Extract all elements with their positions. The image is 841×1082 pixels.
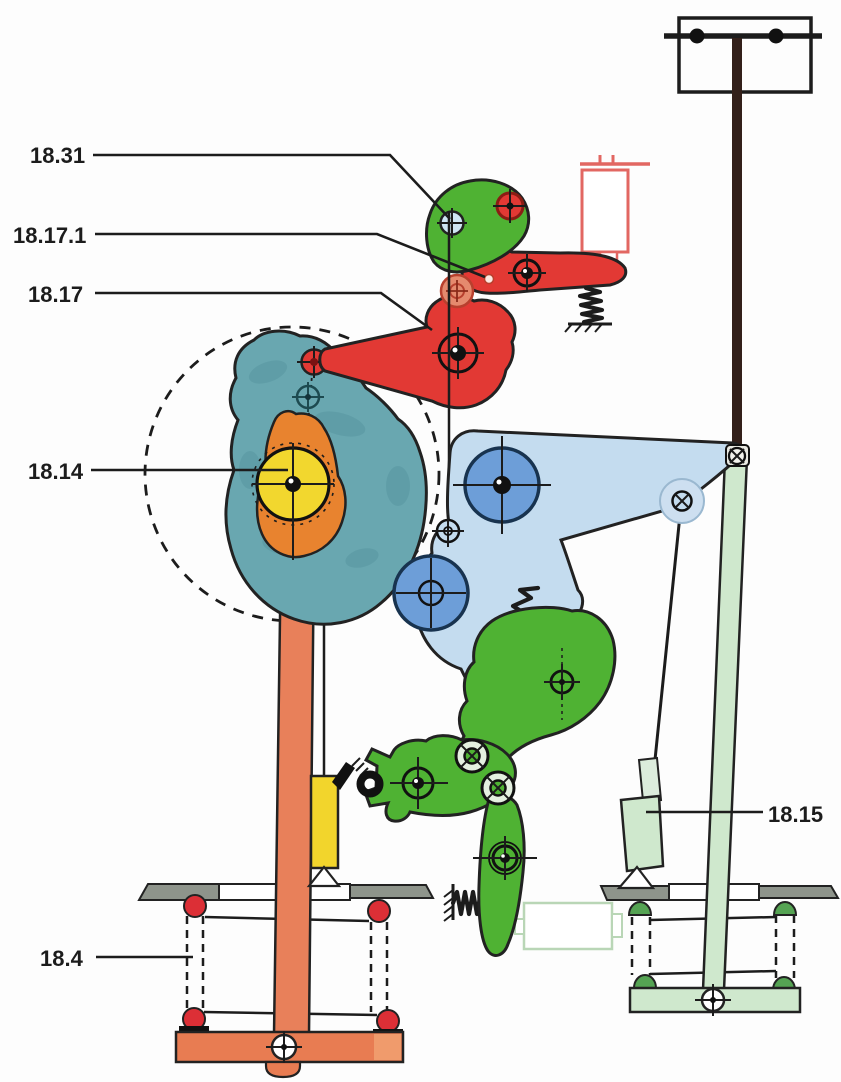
guide-dome — [627, 901, 653, 916]
ground-hatch — [443, 897, 454, 906]
white-pin — [483, 273, 495, 285]
pivot-dot — [305, 394, 311, 400]
platform-gray-right — [758, 885, 840, 899]
vertical-pull-rod — [732, 38, 742, 458]
pivot-dot — [281, 1044, 287, 1050]
platform-gray-left — [137, 883, 220, 901]
yellow-block — [309, 774, 340, 870]
pivot-tick — [459, 743, 485, 769]
ground-hatch — [443, 889, 454, 898]
pivot-dot-highlight — [523, 269, 527, 273]
damper-rod — [637, 756, 663, 803]
texture — [248, 360, 288, 384]
right-base — [628, 984, 802, 1016]
coil-box-body — [522, 901, 614, 951]
part-label-18-17-1: 18.17.1 — [13, 223, 86, 248]
texture — [386, 466, 410, 506]
auxiliary-coil-box — [514, 901, 623, 951]
pivot-dot — [500, 853, 510, 863]
pivot-dot — [450, 345, 466, 361]
texture — [345, 548, 379, 568]
base-bar-tip — [374, 1034, 401, 1060]
frame-pin-right — [768, 28, 784, 44]
damper-cylinder — [619, 794, 665, 873]
annotations: 18.31 18.17.1 18.17 18.14 18.15 18.4 — [13, 143, 823, 971]
roller-dot — [493, 476, 511, 494]
pivot-tick — [729, 448, 745, 464]
guide-dome — [772, 901, 798, 916]
wedge-hatch — [351, 757, 361, 767]
overhead-frame — [664, 16, 822, 458]
part-label-18-15: 18.15 — [768, 802, 823, 827]
damper-rod-line — [649, 504, 683, 800]
part-label-18-14: 18.14 — [28, 459, 84, 484]
part-label-18-17: 18.17 — [28, 282, 83, 307]
ground-hatch — [584, 323, 593, 333]
leader-18-31 — [93, 153, 451, 220]
roller-dot-highlight — [496, 479, 502, 485]
pivot-dot — [559, 679, 565, 685]
pivot-dot-highlight — [452, 347, 458, 353]
roller-ball — [376, 1009, 400, 1033]
ground-hatch — [564, 323, 573, 333]
frame-pin-left — [689, 28, 705, 44]
latch-ring — [356, 770, 384, 798]
guide-dome — [632, 974, 658, 989]
vertical-link — [477, 794, 526, 957]
leader-18-17-1 — [95, 232, 486, 279]
pivot-dot — [710, 997, 716, 1003]
left-drive-column — [174, 522, 405, 1079]
pivot-tick — [485, 775, 511, 801]
pivot-dot — [310, 358, 318, 366]
ground-hatch — [443, 913, 454, 922]
pivot-ring — [443, 526, 453, 536]
texture — [314, 411, 366, 437]
arm-spring — [577, 285, 605, 325]
roller-ball — [367, 899, 391, 923]
roller-ball — [183, 894, 207, 918]
pivot-dot — [412, 777, 424, 789]
block-stand — [306, 865, 342, 888]
coil-box-tab — [611, 913, 623, 938]
crank-pivots — [432, 254, 546, 379]
pivot-dot — [521, 267, 533, 279]
leader-18-17 — [95, 291, 433, 332]
pivot-dot-highlight — [501, 854, 505, 858]
ground-hatch — [574, 323, 583, 333]
base-tab — [264, 1060, 302, 1079]
pivot-dot — [506, 202, 514, 210]
ball-pad — [179, 1026, 209, 1034]
damper-assembly — [616, 504, 683, 890]
damper-stand — [616, 865, 656, 890]
platform-gray-right — [349, 884, 435, 899]
hub-dot-highlight — [288, 478, 294, 484]
anchor-wedge — [332, 762, 355, 790]
right-contact-platform — [599, 883, 840, 991]
part-label-18-4: 18.4 — [40, 946, 84, 971]
coil-body — [580, 168, 630, 254]
pivot-tick — [674, 493, 690, 509]
ground-hatch — [443, 905, 454, 914]
part-label-18-31: 18.31 — [30, 143, 85, 168]
trip-cam — [425, 178, 531, 274]
wedge-hatch — [355, 762, 365, 772]
frame-box — [677, 16, 813, 94]
latch-group — [356, 605, 617, 957]
pivot-dot-highlight — [414, 779, 418, 783]
hub-dot — [285, 476, 301, 492]
ground-hatch — [594, 323, 603, 333]
red-crank — [318, 248, 628, 410]
